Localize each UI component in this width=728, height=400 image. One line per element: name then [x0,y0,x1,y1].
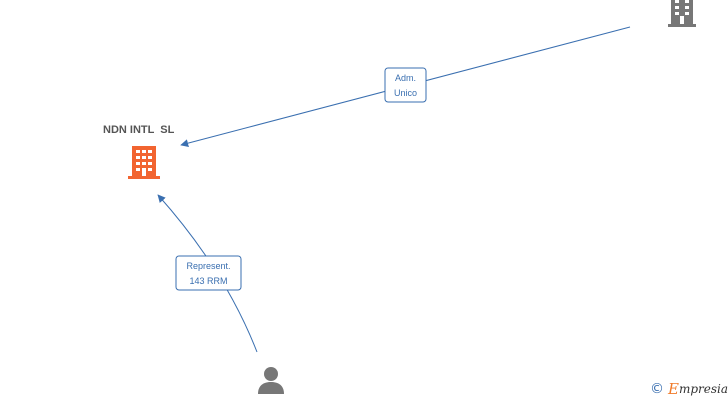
edge-label-adm-line2: Unico [394,88,417,98]
person-icon[interactable] [258,367,284,394]
copyright-icon: © [650,381,664,397]
building-icon-top[interactable] [668,0,696,27]
edge-label-represent-line2: 143 RRM [189,276,227,286]
brand-initial: E [668,380,679,398]
building-icon[interactable] [128,146,160,179]
edge-label-represent-line1: Represent. [186,261,230,271]
edge-label-adm-line1: Adm. [395,73,416,83]
company-name-label[interactable]: NDN INTL SL [103,124,175,136]
edge-label-adm-unico[interactable]: Adm. Unico [384,67,427,103]
edge-label-represent[interactable]: Represent. 143 RRM [175,255,242,291]
brand-name: mpresia [678,382,728,396]
